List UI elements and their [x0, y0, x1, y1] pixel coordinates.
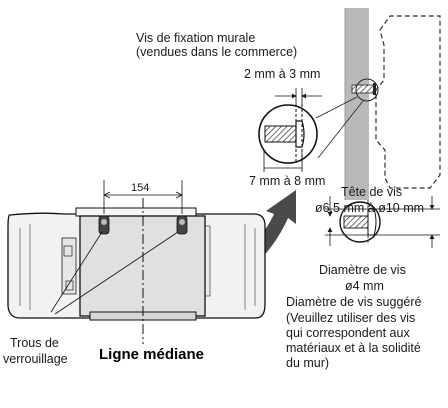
- screws-title-line1: Vis de fixation murale: [136, 31, 255, 45]
- length-label: 7 mm à 8 mm: [249, 174, 325, 188]
- holes-label-line2: verrouillage: [3, 352, 68, 366]
- screw-head-detail: [339, 200, 381, 244]
- screw-detail-large: [258, 104, 318, 164]
- centerline-label: Ligne médiane: [99, 346, 204, 363]
- head-dim: ø6,5 mm à ø10 mm: [315, 201, 424, 215]
- protrusion-label: 2 mm à 3 mm: [244, 67, 320, 81]
- suggest-line4: matériaux et à la solidité: [286, 341, 421, 355]
- suggest-line2: (Veuillez utiliser des vis: [286, 311, 415, 325]
- wall: [345, 8, 369, 200]
- locking-hole-left: [98, 215, 110, 235]
- device-unit: [7, 207, 266, 321]
- leader-wall-to-detail-2: [317, 100, 364, 159]
- head-title: Tête de vis: [341, 185, 402, 199]
- suggest-line3: qui correspondent aux: [286, 326, 410, 340]
- shaft-dim: ø4 mm: [345, 279, 384, 293]
- suggest-line5: du mur): [286, 356, 329, 370]
- locking-hole-right: [176, 215, 188, 235]
- leader-wall-to-detail: [315, 96, 358, 119]
- holes-label-line1: Trous de: [10, 336, 59, 350]
- suggest-line1: Diamètre de vis suggéré: [286, 295, 422, 309]
- device-outline-dashed: [375, 15, 441, 189]
- shaft-title: Diamètre de vis: [319, 263, 406, 277]
- screws-title-line2: (vendues dans le commerce): [136, 45, 297, 59]
- wall-screw: [351, 78, 379, 102]
- spacing-dim: 154: [131, 182, 149, 194]
